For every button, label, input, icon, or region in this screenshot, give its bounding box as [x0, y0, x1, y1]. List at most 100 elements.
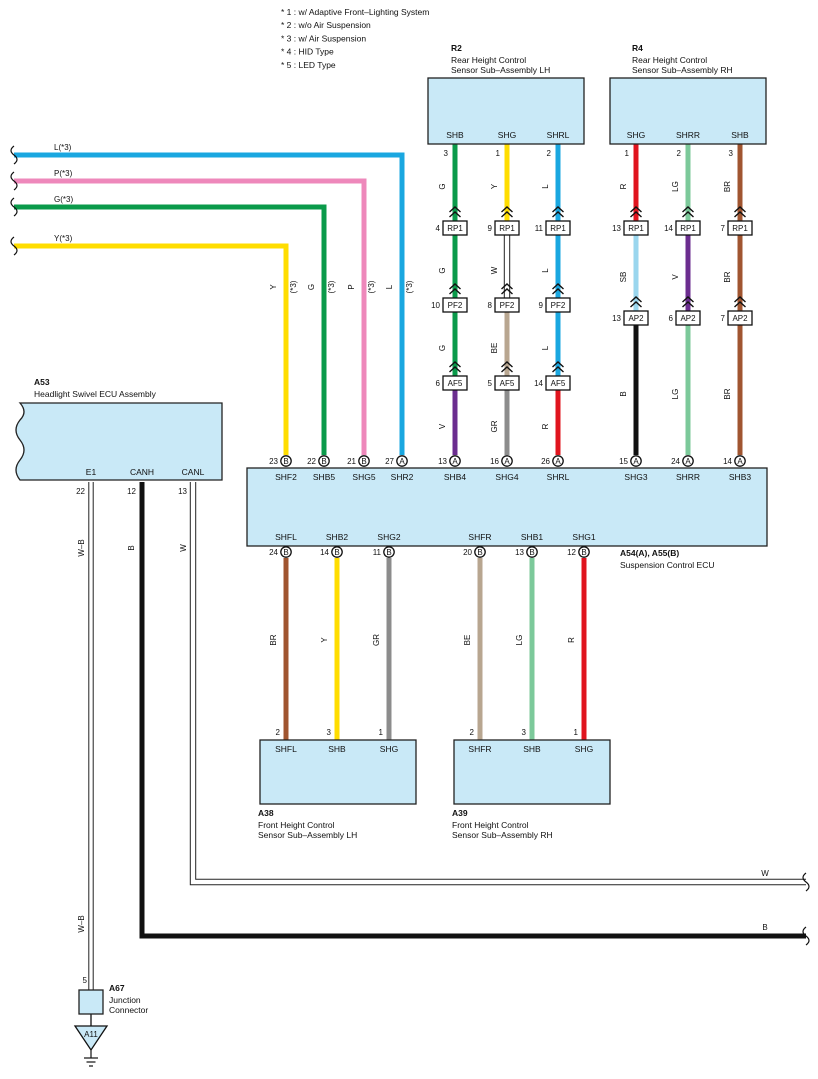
rear-top-pin-2: 2: [547, 149, 552, 158]
chevron-icon: [552, 211, 564, 218]
rear-wire-label-2-2: L: [541, 345, 550, 350]
a39-id: A39: [452, 808, 468, 818]
ecu-bot-conn-5-circle: [578, 546, 590, 558]
note-3: * 3 : w/ Air Suspension: [281, 33, 366, 43]
wire-left_y: [14, 243, 289, 455]
ecu-bot-conn-2-letter: B: [386, 548, 391, 557]
ecu-bot-name-SHFR: SHFR: [468, 532, 491, 542]
rear-wire-label-5-1: BR: [723, 271, 732, 282]
rear-wire-label-2-1: L: [541, 268, 550, 273]
conn-rp1-3-label: RP1: [628, 224, 644, 233]
conn-rp1-3-pin: 13: [612, 224, 621, 233]
note-4: * 4 : HID Type: [281, 47, 334, 57]
conn-rp1-2-pin: 11: [535, 224, 544, 233]
wire-canh-bus: [139, 482, 806, 939]
ecu-top-conn-4-letter: A: [452, 457, 458, 466]
ecu-top-note-0: (*3): [289, 280, 298, 293]
conn-rp1-5-box: [727, 220, 753, 236]
ecu-top-conn-1-letter: B: [321, 457, 326, 466]
conn-af5-0-label: AF5: [448, 379, 463, 388]
wire-label-canl: W: [179, 544, 188, 552]
conn-pf2-2-label: PF2: [551, 301, 566, 310]
a53-ecu-box: [15, 402, 223, 481]
conn-rp1-2-label: RP1: [550, 224, 566, 233]
conn-af5-1-pin: 5: [488, 379, 493, 388]
conn-rp1-3-box: [623, 220, 649, 236]
conn-rp1-2-box: [545, 220, 571, 236]
rear-wire-label-1-2: BE: [490, 343, 499, 354]
conn-pf2-0-pin: 10: [431, 301, 440, 310]
wire-break-left_l: [10, 145, 18, 165]
rear-wire-label-5-2: BR: [723, 388, 732, 399]
chevron-icon: [501, 211, 513, 218]
ecu-top-pin-1: 22: [307, 457, 316, 466]
wire-label-left_y: Y(*3): [54, 234, 73, 243]
ecu-bot-pin-4: 13: [515, 548, 524, 557]
ecu-top-conn-0-circle: [280, 455, 292, 467]
r2-pin-SHRL: SHRL: [547, 130, 570, 140]
conn-af5-1-label: AF5: [500, 379, 515, 388]
a67-id: A67: [109, 983, 125, 993]
note-1: * 1 : w/ Adaptive Front–Lighting System: [281, 7, 429, 17]
chevron-icon: [449, 283, 461, 290]
wire-label-left_l: L(*3): [54, 143, 72, 152]
ecu-top-pin-4: 13: [438, 457, 447, 466]
ecu-bot-name-SHFL: SHFL: [275, 532, 297, 542]
a53-pin-E1: E1: [86, 467, 97, 477]
ecu-top-conn-7-letter: A: [633, 457, 639, 466]
front-wire-label-3: BE: [463, 635, 472, 646]
rear-wire-label-3-2: B: [619, 391, 628, 396]
r2-pin-SHB: SHB: [446, 130, 464, 140]
front-wire-label-5: R: [567, 637, 576, 643]
ecu-top-wlabel-2: P: [347, 284, 356, 289]
ecu-top-name-SHF2: SHF2: [275, 472, 297, 482]
ecu-top-name-SHG5: SHG5: [352, 472, 375, 482]
rear-wire-label-4-1: V: [671, 274, 680, 280]
rear-wire-label-1-3: GR: [490, 420, 499, 432]
ecu-bot-conn-4-circle: [526, 546, 538, 558]
ecu-bot-name-SHG2: SHG2: [377, 532, 400, 542]
wire-label-left_p: P(*3): [54, 169, 73, 178]
r4-name2: Sensor Sub–Assembly RH: [632, 65, 733, 75]
wire-break-left_g: [10, 197, 18, 217]
a53-pinno-0: 22: [76, 487, 85, 496]
ecu-top-pin-8: 24: [671, 457, 680, 466]
conn-pf2-1-box: [494, 297, 520, 313]
ecu-bot-conn-3-letter: B: [477, 548, 482, 557]
front-sensor-pin-5: 1: [574, 728, 579, 737]
front-wire-label-4: LG: [515, 635, 524, 646]
ecu-bot-name-SHB2: SHB2: [326, 532, 348, 542]
ecu-top-conn-9-letter: A: [737, 457, 743, 466]
bus-label-b: B: [762, 923, 767, 932]
ecu-name1: Suspension Control ECU: [620, 560, 715, 570]
conn-rp1-0-box: [442, 220, 468, 236]
ecu-top-name-SHG4: SHG4: [495, 472, 518, 482]
ecu-top-conn-3-letter: A: [399, 457, 405, 466]
ecu-top-conn-2-circle: [358, 455, 370, 467]
chevron-icon: [682, 296, 694, 303]
ecu-top-note-1: (*3): [327, 280, 336, 293]
conn-rp1-1-label: RP1: [499, 224, 515, 233]
conn-af5-2-pin: 14: [534, 379, 543, 388]
chevron-icon: [449, 211, 461, 218]
chevron-icon: [552, 361, 564, 368]
conn-ap2-5-label: AP2: [732, 314, 748, 323]
wire-left_p: [14, 178, 367, 455]
ecu-bot-conn-0-circle: [280, 546, 292, 558]
a38-pin-SHG: SHG: [380, 744, 398, 754]
ecu-bot-pin-3: 20: [463, 548, 472, 557]
ecu-bot-name-SHB1: SHB1: [521, 532, 543, 542]
chevron-icon: [501, 288, 513, 295]
ecu-bot-conn-1-circle: [331, 546, 343, 558]
conn-af5-2-box: [545, 375, 571, 391]
conn-pf2-1-pin: 8: [488, 301, 493, 310]
chevron-icon: [630, 301, 642, 308]
ecu-top-pin-6: 26: [541, 457, 550, 466]
ground-id: A11: [84, 1030, 98, 1039]
ecu-top-conn-5-circle: [501, 455, 513, 467]
ecu-top-conn-9-circle: [734, 455, 746, 467]
ecu-top-name-SHR2: SHR2: [391, 472, 414, 482]
chevron-icon: [449, 288, 461, 295]
ecu-top-conn-2-letter: B: [361, 457, 366, 466]
a39-pin-SHB: SHB: [523, 744, 541, 754]
